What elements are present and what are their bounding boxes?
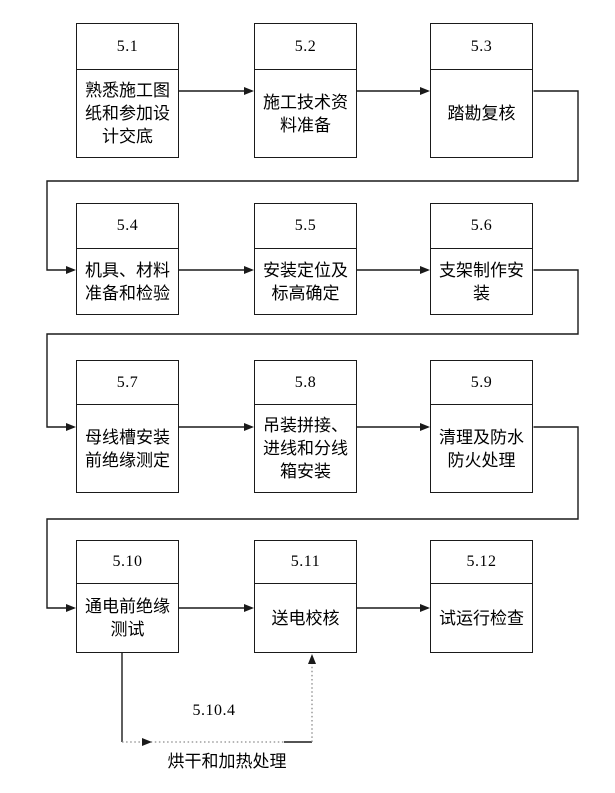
box-number: 5.12 xyxy=(431,541,532,584)
box-number: 5.6 xyxy=(431,204,532,249)
box-label: 支架制作安装 xyxy=(439,260,524,303)
box-number: 5.2 xyxy=(255,24,356,70)
box-label: 踏勘复核 xyxy=(447,104,516,123)
box-label: 吊装拼接、进线和分线箱安装 xyxy=(263,416,348,481)
box-label: 母线槽安装前绝缘测定 xyxy=(85,427,170,470)
flow-box-5-8: 5.8 吊装拼接、进线和分线箱安装 xyxy=(254,360,357,493)
box-number: 5.4 xyxy=(77,204,178,249)
box-number: 5.7 xyxy=(77,361,178,405)
flow-box-5-4: 5.4 机具、材料准备和检验 xyxy=(76,203,179,315)
flow-box-5-1: 5.1 熟悉施工图纸和参加设计交底 xyxy=(76,23,179,158)
flow-box-5-5: 5.5 安装定位及标高确定 xyxy=(254,203,357,315)
box-number: 5.5 xyxy=(255,204,356,249)
box-label: 清理及防水防火处理 xyxy=(439,427,524,470)
box-label: 试运行检查 xyxy=(439,608,524,628)
flow-box-5-10: 5.10 通电前绝缘测试 xyxy=(76,540,179,653)
box-label: 机具、材料准备和检验 xyxy=(85,260,170,303)
flow-box-5-12: 5.12 试运行检查 xyxy=(430,540,533,653)
box-label: 通电前绝缘测试 xyxy=(85,597,170,639)
box-number: 5.3 xyxy=(431,24,532,70)
flow-box-5-9: 5.9 清理及防水防火处理 xyxy=(430,360,533,493)
box-number: 5.10 xyxy=(77,541,178,584)
flow-box-5-3: 5.3 踏勘复核 xyxy=(430,23,533,158)
flow-box-5-6: 5.6 支架制作安装 xyxy=(430,203,533,315)
box-number: 5.11 xyxy=(255,541,356,584)
box-label: 安装定位及标高确定 xyxy=(263,260,348,303)
flow-box-5-11: 5.11 送电校核 xyxy=(254,540,357,653)
branch-step-number: 5.10.4 xyxy=(192,702,236,719)
box-number: 5.8 xyxy=(255,361,356,405)
box-label: 施工技术资料准备 xyxy=(263,92,348,135)
branch-step-label: 烘干和加热处理 xyxy=(167,752,287,771)
box-number: 5.1 xyxy=(77,24,178,70)
box-label: 熟悉施工图纸和参加设计交底 xyxy=(85,81,170,146)
box-label: 送电校核 xyxy=(271,608,340,628)
flow-box-5-7: 5.7 母线槽安装前绝缘测定 xyxy=(76,360,179,493)
flow-box-5-2: 5.2 施工技术资料准备 xyxy=(254,23,357,158)
box-number: 5.9 xyxy=(431,361,532,405)
